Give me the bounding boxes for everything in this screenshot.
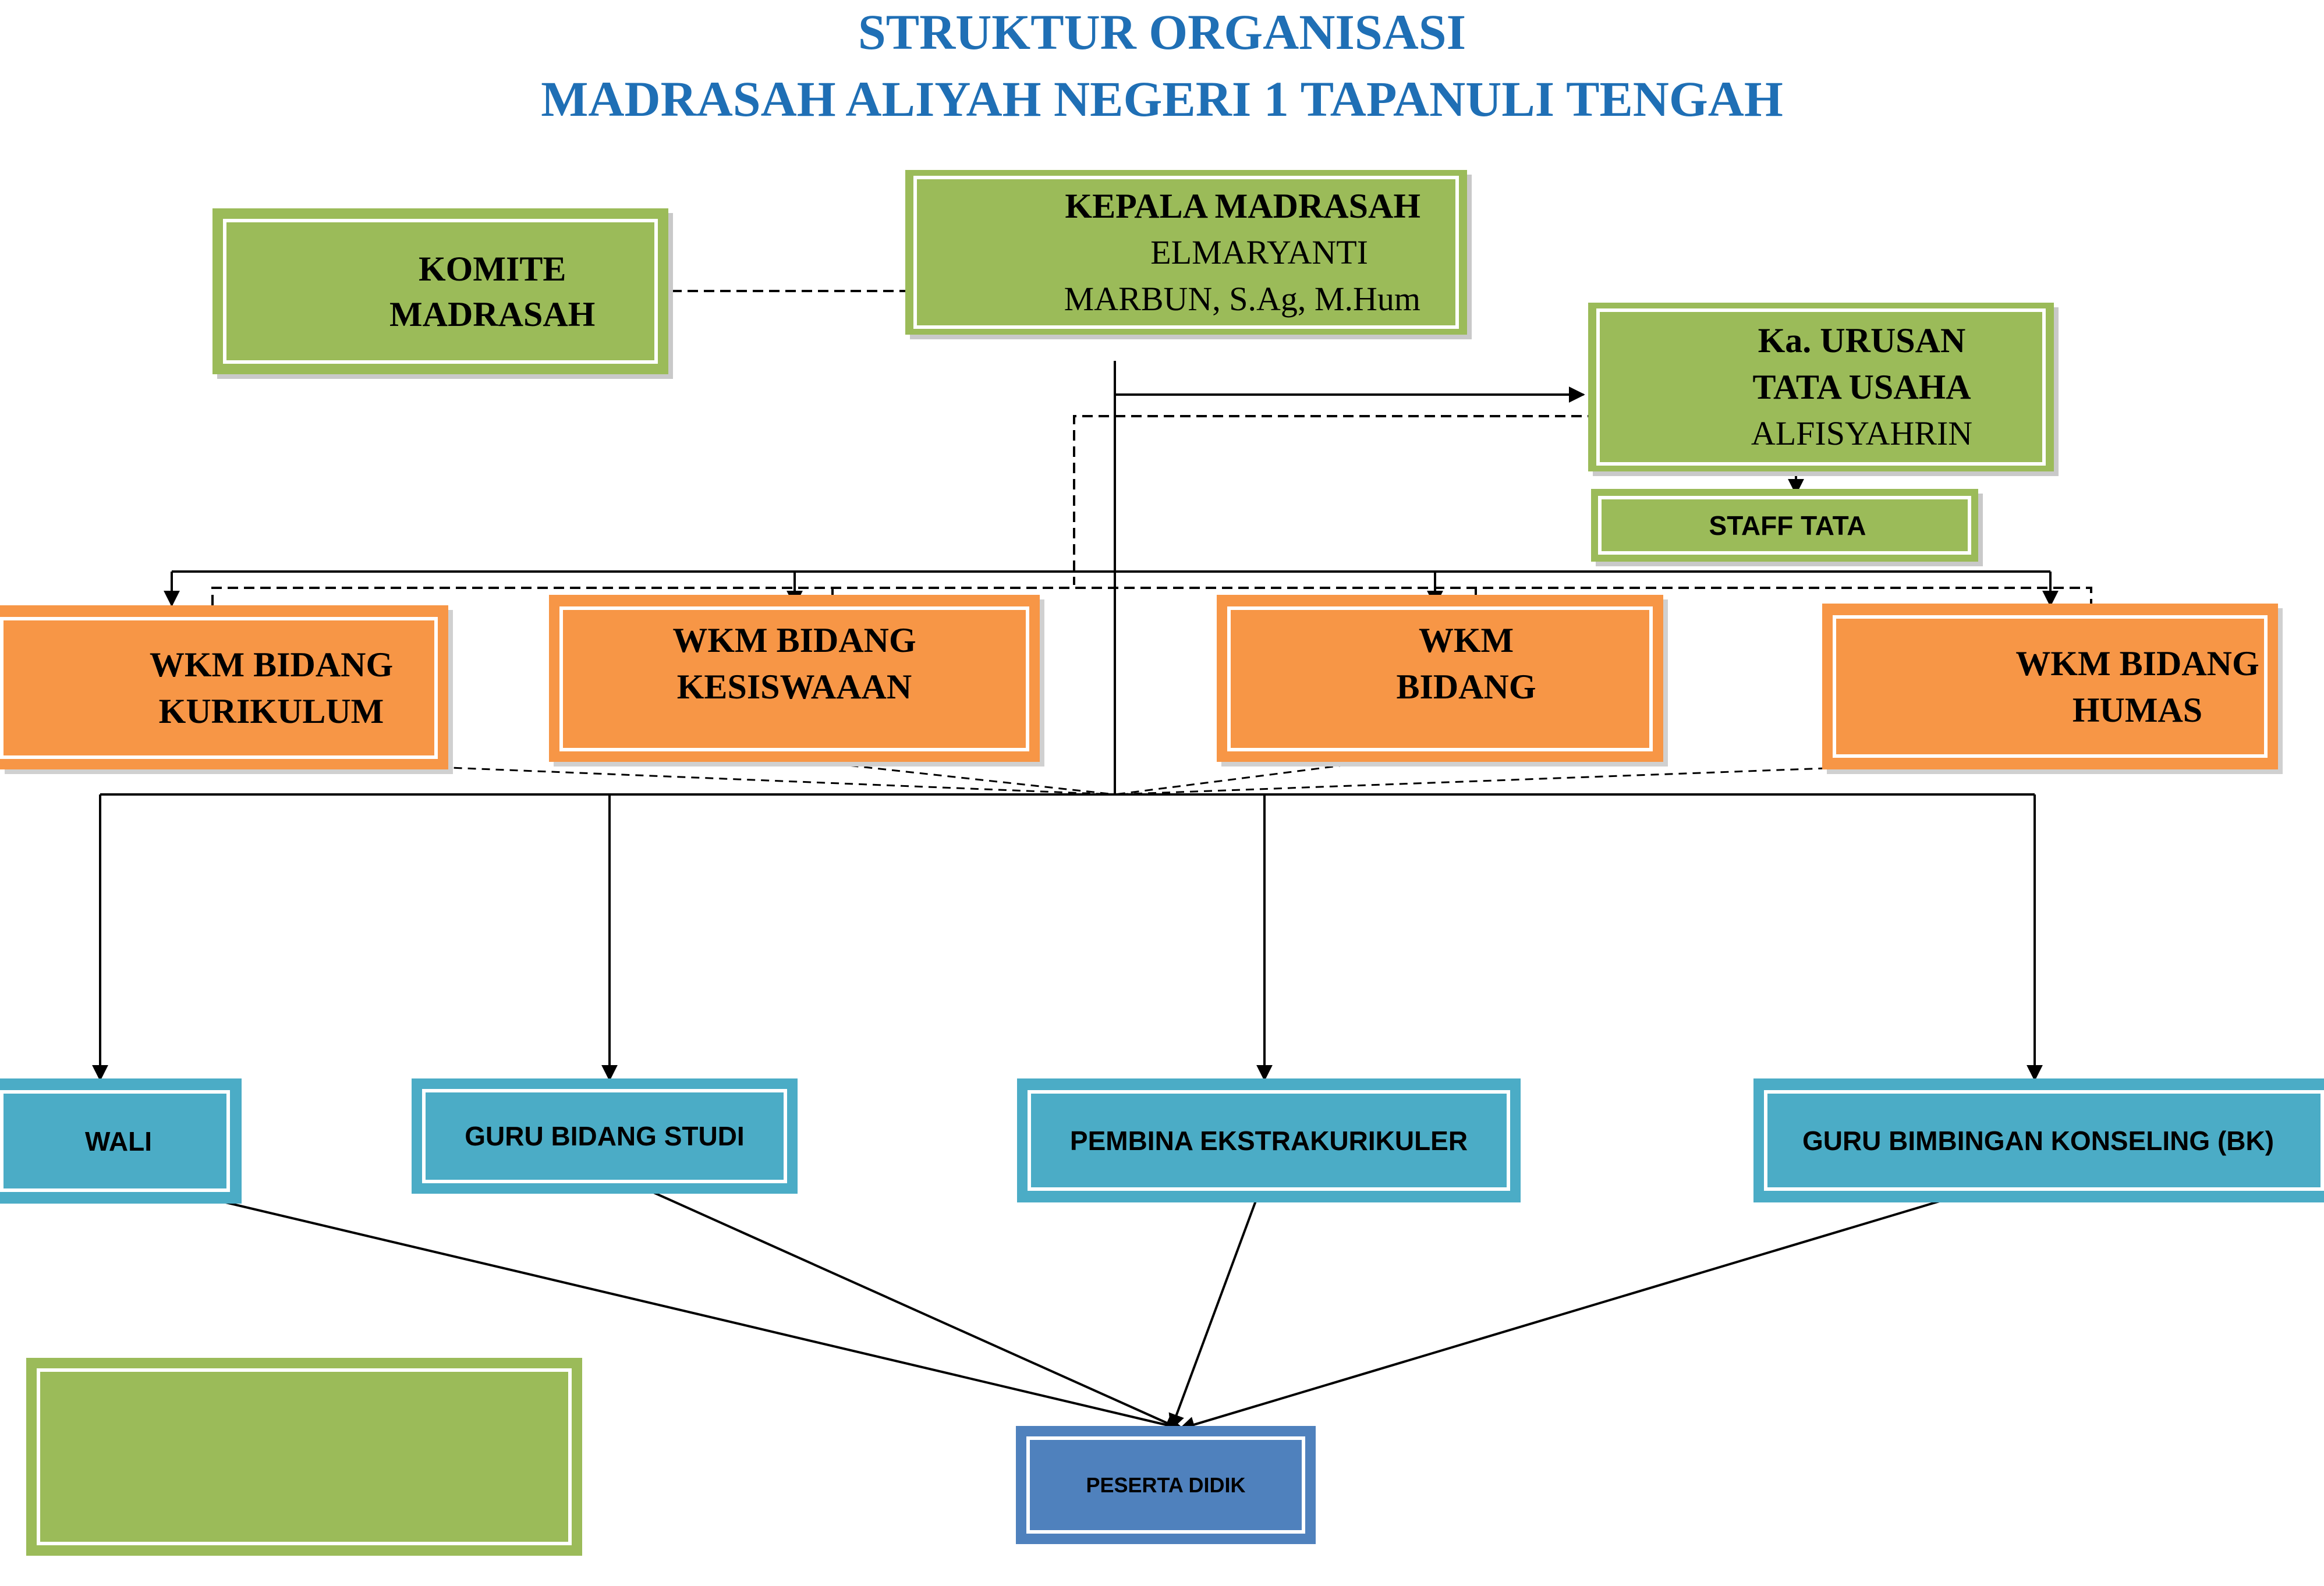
wkm-kesiswaan-line-2: KESISWAAAN (676, 668, 912, 706)
empty-green-box (26, 1358, 582, 1556)
pembina-ekstrakurikuler-box[interactable]: PEMBINA EKSTRAKURIKULER (1017, 1078, 1521, 1202)
kepala-line-2: ELMARYANTI (1150, 233, 1368, 271)
page-title-line-2: MADRASAH ALIYAH NEGERI 1 TAPANULI TENGAH (541, 71, 1783, 127)
gurustudi-peserta-arrow (609, 1172, 1182, 1431)
converge-dashed-3 (1114, 758, 1389, 796)
tata-usaha-line-2: TATA USAHA (1752, 368, 1971, 406)
pembina-peserta-arrow (1168, 1172, 1267, 1431)
wkm-humas-line-1: WKM BIDANG (2015, 644, 2259, 683)
wkm-dashed-bus (211, 587, 2092, 605)
wali-box[interactable]: WALI (0, 1078, 242, 1204)
wali-peserta-arrow (100, 1172, 1185, 1434)
komite-line-2: MADRASAH (389, 295, 596, 333)
converge-dashed-2 (794, 758, 1115, 796)
tata-usaha-box[interactable]: Ka. URUSAN TATA USAHA ALFISYAHRIN (1588, 303, 2054, 471)
kepala-madrasah-box[interactable]: KEPALA MADRASAH ELMARYANTI MARBUN, S.Ag,… (905, 170, 1467, 335)
wkm-bidang-line-1: WKM (1418, 621, 1514, 659)
wkm-kurikulum-line-1: WKM BIDANG (149, 645, 394, 684)
guru-bidang-studi-box[interactable]: GURU BIDANG STUDI (412, 1078, 798, 1194)
tata-usaha-line-3: ALFISYAHRIN (1751, 414, 1973, 452)
wkm-kesiswaan-box[interactable]: WKM BIDANG KESISWAAAN (549, 595, 1040, 762)
staff-tata-box[interactable]: STAFF TATA (1591, 489, 1978, 562)
wkm-humas-line-2: HUMAS (2072, 690, 2203, 729)
wkm-bidang-box[interactable]: WKM BIDANG (1217, 595, 1663, 762)
komite-madrasah-box[interactable]: KOMITE MADRASAH (212, 208, 668, 374)
wali-label: WALI (85, 1126, 152, 1156)
kepala-line-3: MARBUN, S.Ag, M.Hum (1064, 279, 1420, 318)
wkm-kesiswaan-line-1: WKM BIDANG (672, 621, 916, 659)
staff-tata-label: STAFF TATA (1709, 510, 1866, 541)
pembina-label: PEMBINA EKSTRAKURIKULER (1069, 1125, 1468, 1156)
gurubk-peserta-arrow (1178, 1172, 2035, 1433)
guru-bk-box[interactable]: GURU BIMBINGAN KONSELING (BK) (1753, 1078, 2324, 1202)
page-title-line-1: STRUKTUR ORGANISASI (858, 4, 1466, 60)
peserta-didik-label: PESERTA DIDIK (1086, 1473, 1246, 1497)
kepala-line-1: KEPALA MADRASAH (1065, 186, 1420, 225)
guru-bidang-studi-label: GURU BIDANG STUDI (465, 1121, 745, 1151)
tatausaha-dashed-line (1073, 415, 1598, 585)
wkm-bidang-line-2: BIDANG (1396, 668, 1536, 706)
peserta-didik-box[interactable]: PESERTA DIDIK (1016, 1426, 1316, 1544)
tata-usaha-line-1: Ka. URUSAN (1758, 321, 1966, 360)
wkm-kurikulum-box[interactable]: WKM BIDANG KURIKULUM (0, 605, 448, 769)
guru-bk-label: GURU BIMBINGAN KONSELING (BK) (1802, 1125, 2275, 1156)
wkm-kurikulum-line-2: KURIKULUM (158, 692, 384, 730)
komite-line-1: KOMITE (419, 249, 566, 288)
wkm-humas-box[interactable]: WKM BIDANG HUMAS (1822, 604, 2278, 769)
